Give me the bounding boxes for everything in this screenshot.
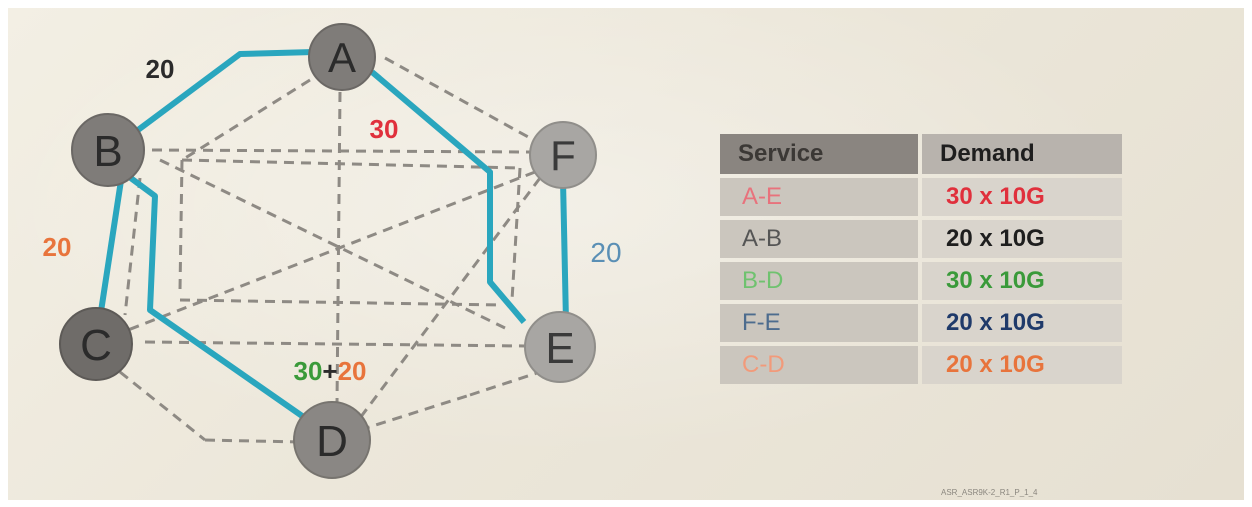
mesh-link-f-c-diag bbox=[127, 170, 536, 332]
table-row: F-E 20 x 10G bbox=[720, 304, 1122, 342]
service-paths bbox=[97, 49, 569, 421]
mesh-link-b-c-inner bbox=[123, 177, 142, 316]
demand-cell: 20 x 10G bbox=[922, 346, 1122, 384]
link-label-c-d-orange: 20 bbox=[338, 356, 367, 386]
table-row: A-B 20 x 10G bbox=[720, 220, 1122, 258]
mesh-link-c-d-bottom bbox=[204, 438, 301, 444]
mesh-link-f-d-diag bbox=[358, 177, 542, 419]
table-row: A-E 30 x 10G bbox=[720, 178, 1122, 216]
node-b: B bbox=[71, 113, 145, 187]
service-demand-table: Service Demand A-E 30 x 10G A-B 20 x 10G… bbox=[716, 130, 1126, 388]
service-cell: B-D bbox=[720, 262, 918, 300]
link-label-c-d-plus: + bbox=[322, 356, 337, 386]
mesh-link-a-f bbox=[384, 56, 531, 140]
mesh-dashed-links bbox=[119, 56, 542, 444]
node-f: F bbox=[529, 121, 597, 189]
link-label-a-b: 20 bbox=[146, 54, 175, 84]
node-b-label: B bbox=[93, 127, 122, 176]
node-a-circle bbox=[308, 23, 376, 91]
service-cell: C-D bbox=[720, 346, 918, 384]
link-label-c-d: 30+20 bbox=[293, 356, 366, 386]
mesh-link-inner-left bbox=[178, 159, 184, 291]
demand-column-header: Demand bbox=[922, 134, 1122, 174]
path-b-c bbox=[97, 173, 125, 319]
node-e: E bbox=[524, 311, 596, 383]
mesh-link-inner-bottom bbox=[179, 298, 501, 307]
mesh-link-b-f bbox=[151, 148, 531, 154]
link-label-a-e: 30 bbox=[370, 114, 399, 144]
link-label-f-e: 20 bbox=[590, 237, 621, 268]
node-e-circle bbox=[524, 311, 596, 383]
node-b-circle bbox=[71, 113, 145, 187]
link-label-c-d-green: 30 bbox=[293, 356, 322, 386]
photo-area: A B C D E F 20 30 bbox=[8, 8, 1244, 500]
path-a-e bbox=[370, 69, 527, 324]
service-cell: F-E bbox=[720, 304, 918, 342]
service-cell: A-B bbox=[720, 220, 918, 258]
network-diagram: A B C D E F 20 30 bbox=[43, 23, 622, 479]
node-f-label: F bbox=[550, 132, 576, 179]
demand-cell: 30 x 10G bbox=[922, 262, 1122, 300]
node-d-label: D bbox=[316, 417, 348, 466]
mesh-link-c-d-dashed bbox=[119, 370, 206, 442]
node-d-circle bbox=[293, 401, 371, 479]
mesh-link-inner-right bbox=[510, 167, 522, 301]
demand-cell: 20 x 10G bbox=[922, 220, 1122, 258]
table-row: C-D 20 x 10G bbox=[720, 346, 1122, 384]
link-label-b-c: 20 bbox=[43, 232, 72, 262]
node-f-circle bbox=[529, 121, 597, 189]
table-row: B-D 30 x 10G bbox=[720, 262, 1122, 300]
node-e-label: E bbox=[545, 324, 574, 373]
image-watermark: ASR_ASR9K-2_R1_P_1_4 bbox=[941, 488, 1038, 497]
mesh-link-inner-top bbox=[181, 158, 521, 170]
demand-cell: 30 x 10G bbox=[922, 178, 1122, 216]
path-a-b bbox=[136, 49, 315, 133]
service-column-header: Service bbox=[720, 134, 918, 174]
demand-cell: 20 x 10G bbox=[922, 304, 1122, 342]
node-d: D bbox=[293, 401, 371, 479]
node-c-label: C bbox=[80, 321, 112, 370]
node-c: C bbox=[59, 307, 133, 381]
node-c-circle bbox=[59, 307, 133, 381]
path-b-d bbox=[126, 173, 307, 421]
table-header-row: Service Demand bbox=[720, 134, 1122, 174]
service-cell: A-E bbox=[720, 178, 918, 216]
node-a: A bbox=[308, 23, 376, 91]
mesh-link-a-inner bbox=[181, 78, 311, 162]
mesh-link-e-bottom bbox=[469, 370, 541, 397]
mesh-link-b-inner bbox=[159, 158, 506, 330]
mesh-link-c-e bbox=[144, 340, 526, 348]
node-a-label: A bbox=[328, 34, 356, 81]
path-f-e bbox=[560, 179, 569, 323]
mesh-link-d-e bbox=[359, 393, 471, 432]
